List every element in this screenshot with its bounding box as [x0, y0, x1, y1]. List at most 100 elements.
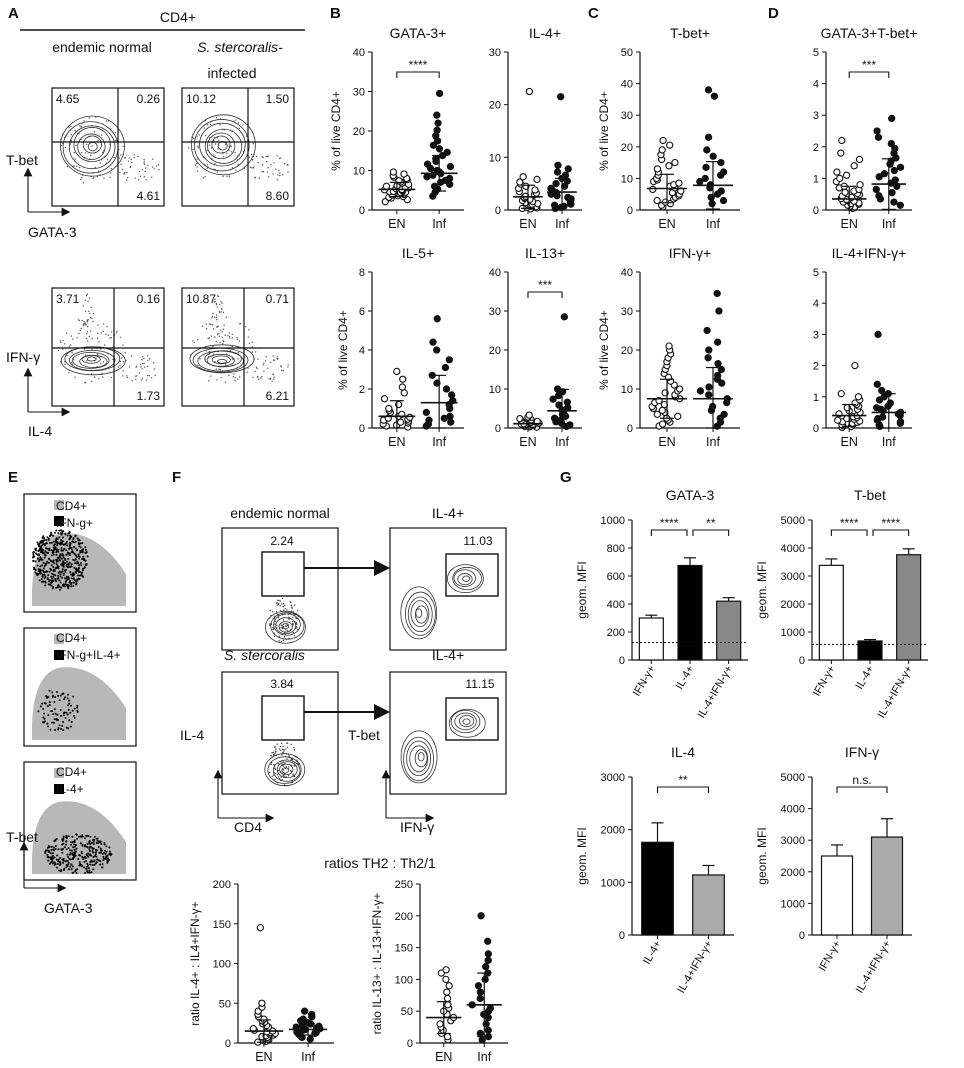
row-0-cd4-dot-20 — [277, 602, 280, 605]
dot-b-0-point-en-22 — [382, 182, 391, 190]
overlay-e-0-events-dot-485 — [54, 567, 57, 570]
bar-gata-3-0-bar-il-4-ifn — [716, 600, 742, 661]
overlay-e-2-events-dot-236 — [73, 843, 76, 846]
overlay-e-2-events-dot-122 — [95, 861, 98, 864]
overlay-e-0-events-dot-493 — [44, 580, 47, 583]
dot-c-4-ytick-label-50: 50 — [621, 47, 633, 59]
legend-swatch-cd4 — [54, 634, 64, 644]
overlay-e-2-events-dot-272 — [47, 859, 50, 862]
panel-f-gating — [213, 527, 507, 823]
flow-plot-a-3-vertical-dot-24 — [214, 336, 216, 338]
overlay-e-0-events-dot-486 — [36, 564, 39, 567]
overlay-e-2-events-dot-37 — [70, 858, 73, 861]
overlay-e-0-events-dot-77 — [43, 539, 46, 542]
dot-b-3-point-inf-17 — [560, 313, 569, 321]
dot-b-1-title: IL-4+ — [529, 25, 561, 41]
flow-plot-a-3-vertical-dot-19 — [216, 306, 219, 308]
overlay-e-2-events-dot-153 — [69, 843, 72, 846]
flow-plot-a-3-cloud-dot-86 — [229, 337, 231, 339]
panel-e-overlay-plots — [19, 493, 137, 893]
overlay-e-0-events-dot-4 — [56, 544, 59, 547]
flow-plot-a-1-cloud-dot-66 — [219, 124, 221, 126]
overlay-e-0-events-dot-447 — [64, 580, 67, 583]
overlay-e-2-events-dot-133 — [95, 855, 98, 858]
overlay-e-0-events-dot-481 — [67, 557, 70, 560]
flow-plot-a-2-cloud-dot-39 — [91, 380, 93, 383]
flow-plot-a-2-tail-dot-19 — [141, 377, 144, 379]
flow-plot-a-2-cloud-dot-14 — [124, 352, 126, 354]
overlay-e-2-events-dot-262 — [81, 856, 84, 859]
overlay-e-0-events-dot-208 — [77, 555, 80, 558]
overlay-e-2-events-dot-18 — [78, 861, 81, 864]
overlay-e-0-events-dot-185 — [68, 538, 71, 541]
flow-plot-a-0-tail-dot-37 — [124, 156, 127, 159]
flow-plot-a-3-cloud-dot-81 — [228, 332, 231, 334]
dot-b-1-point-en-25 — [516, 178, 524, 186]
overlay-e-1-events-dot-16 — [63, 698, 66, 701]
flow-plot-a-3-cloud-dot-73 — [192, 340, 194, 342]
row-0-cd4-dot-112 — [286, 624, 289, 627]
overlay-e-0-events-dot-56 — [52, 575, 55, 578]
dot-b-3-ytick-label-0: 0 — [495, 423, 501, 435]
overlay-e-0-events-dot-399 — [46, 570, 49, 573]
overlay-e-2-events-dot-64 — [72, 846, 75, 849]
overlay-e-0-events-dot-43 — [52, 573, 55, 576]
bar-gata-3-0-bar-ifn — [638, 617, 664, 661]
dot-b-3-point-inf-12 — [563, 398, 572, 406]
dot-b-3-sig-bracket — [527, 291, 563, 298]
flow-plot-a-2-cloud-dot-75 — [119, 336, 122, 339]
flow-plot-a-0-cloud-dot-20 — [80, 152, 83, 154]
row-1-cd4-dot-26 — [294, 775, 296, 778]
flow-plot-a-2-tail-dot-33 — [146, 355, 149, 357]
overlay-e-2-events-dot-66 — [76, 837, 79, 840]
row-0-cd4-dot-46 — [271, 611, 274, 613]
overlay-e-0-events-dot-352 — [42, 580, 45, 583]
overlay-e-2-events-dot-90 — [92, 856, 95, 859]
dot-d-6-point-inf-5 — [872, 185, 880, 194]
overlay-e-0-events-dot-51 — [80, 564, 83, 567]
overlay-e-0-events-dot-175 — [60, 586, 63, 589]
dot-b-1-point-inf-9 — [564, 193, 572, 202]
bar-ifn-3-bracket-label-0: n.s. — [852, 773, 871, 787]
flow-plot-a-2-cloud-dot-66 — [86, 325, 89, 328]
overlay-e-0-events-dot-375 — [58, 557, 61, 560]
overlay-e-0-events-dot-409 — [75, 555, 78, 558]
dot-b-1-point-inf-23 — [556, 93, 565, 101]
row-0-cd4-dot-59 — [276, 625, 278, 627]
row-1-cd4-dot-60 — [276, 774, 279, 776]
flow-plot-a-0-cloud-dot-45 — [80, 126, 82, 128]
overlay-e-2-events-dot-252 — [93, 863, 96, 866]
a-top-xlabel: GATA-3 — [28, 224, 77, 240]
flow-plot-a-1-tail-dot-0 — [257, 161, 259, 164]
flow-plot-a-3-cloud-dot-51 — [232, 358, 234, 360]
overlay-e-0-events-dot-442 — [82, 569, 85, 572]
panel-letter-e: E — [8, 469, 18, 486]
dot-b-3-point-inf-13 — [549, 395, 557, 403]
flow-plot-a-2-tail-dot-34 — [143, 362, 145, 365]
overlay-e-1-events-dot-33 — [52, 694, 55, 697]
a-top-left-lr: 4.61 — [137, 189, 161, 203]
row-0-ifn-contour-3 — [453, 569, 476, 587]
flow-plot-a-1-tail-dot-32 — [276, 179, 278, 181]
dot-d-7-point-inf-3 — [896, 418, 905, 426]
overlay-e-2-events-dot-10 — [86, 842, 89, 845]
row-1-cd4-dot-45 — [277, 769, 279, 772]
dot-b-0-sig-bracket — [396, 71, 440, 78]
dot-f-8-xcat-inf: Inf — [301, 1050, 315, 1064]
dot-d-6-point-inf-21 — [888, 114, 896, 123]
flow-plot-a-3-cloud-dot-88 — [236, 338, 239, 340]
bar-ifn-3-bar-ifn — [820, 855, 854, 936]
overlay-e-0-events-dot-109 — [32, 553, 35, 556]
flow-plot-a-3-cloud-dot-18 — [210, 335, 213, 337]
dot-f-8-point-inf-18 — [299, 1015, 307, 1023]
flow-plot-a-3-tail-dot-30 — [261, 376, 263, 378]
row-1-cd4-contour-6 — [264, 753, 306, 787]
dot-c-4-point-inf-11 — [702, 163, 710, 171]
overlay-e-0-events-dot-250 — [43, 573, 46, 576]
overlay-e-0-events-dot-184 — [47, 561, 50, 564]
flow-plot-a-2-cloud-dot-59 — [91, 338, 93, 340]
overlay-e-0-events-dot-495 — [49, 583, 52, 586]
overlay-e-0-events-dot-346 — [53, 544, 56, 547]
flow-plot-a-2-cloud-dot-36 — [122, 344, 124, 346]
overlay-e-1-events-dot-31 — [43, 712, 46, 715]
